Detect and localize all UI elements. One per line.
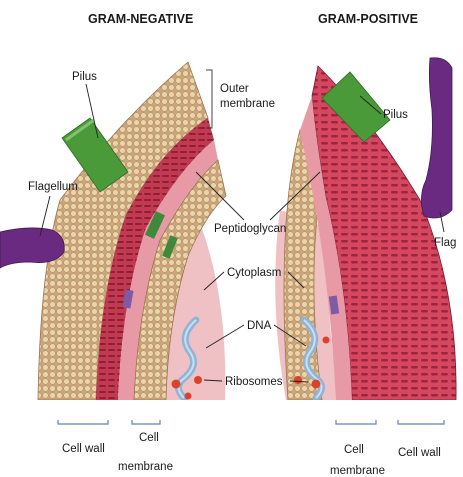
ribosome — [294, 376, 302, 384]
label-outer-membrane-line2: membrane — [220, 98, 275, 110]
ribosome — [185, 393, 192, 400]
ribosome — [312, 380, 321, 389]
flagellum-right — [421, 58, 452, 218]
label-peptidoglycan: Peptidoglycan — [214, 223, 286, 235]
ribosome — [194, 376, 202, 384]
label-cell-membrane-left-line2: membrane — [118, 461, 173, 473]
label-cell-membrane-right-line1: Cell — [344, 444, 364, 456]
label-outer-membrane-line1: Outer — [220, 83, 249, 95]
label-flagellum-left: Flagellum — [28, 181, 78, 193]
label-pilus-right: Pilus — [383, 109, 408, 121]
label-pilus-left: Pilus — [72, 71, 97, 83]
label-cell-membrane-right-line2: membrane — [330, 465, 385, 477]
label-flagellum-right: Flag — [434, 237, 456, 249]
label-cytoplasm: Cytoplasm — [227, 267, 281, 279]
label-cell-wall-right: Cell wall — [398, 447, 441, 459]
label-dna: DNA — [247, 320, 272, 332]
label-cell-membrane-left-line1: Cell — [139, 432, 159, 444]
label-cell-wall-left: Cell wall — [62, 443, 105, 455]
heading-gram-negative: GRAM-NEGATIVE — [88, 12, 193, 26]
label-ribosomes: Ribosomes — [225, 376, 283, 388]
heading-gram-positive: GRAM-POSITIVE — [318, 12, 418, 26]
gram-negative-cell-wall — [38, 62, 226, 400]
ribosome — [323, 337, 330, 344]
ribosome — [172, 380, 181, 389]
